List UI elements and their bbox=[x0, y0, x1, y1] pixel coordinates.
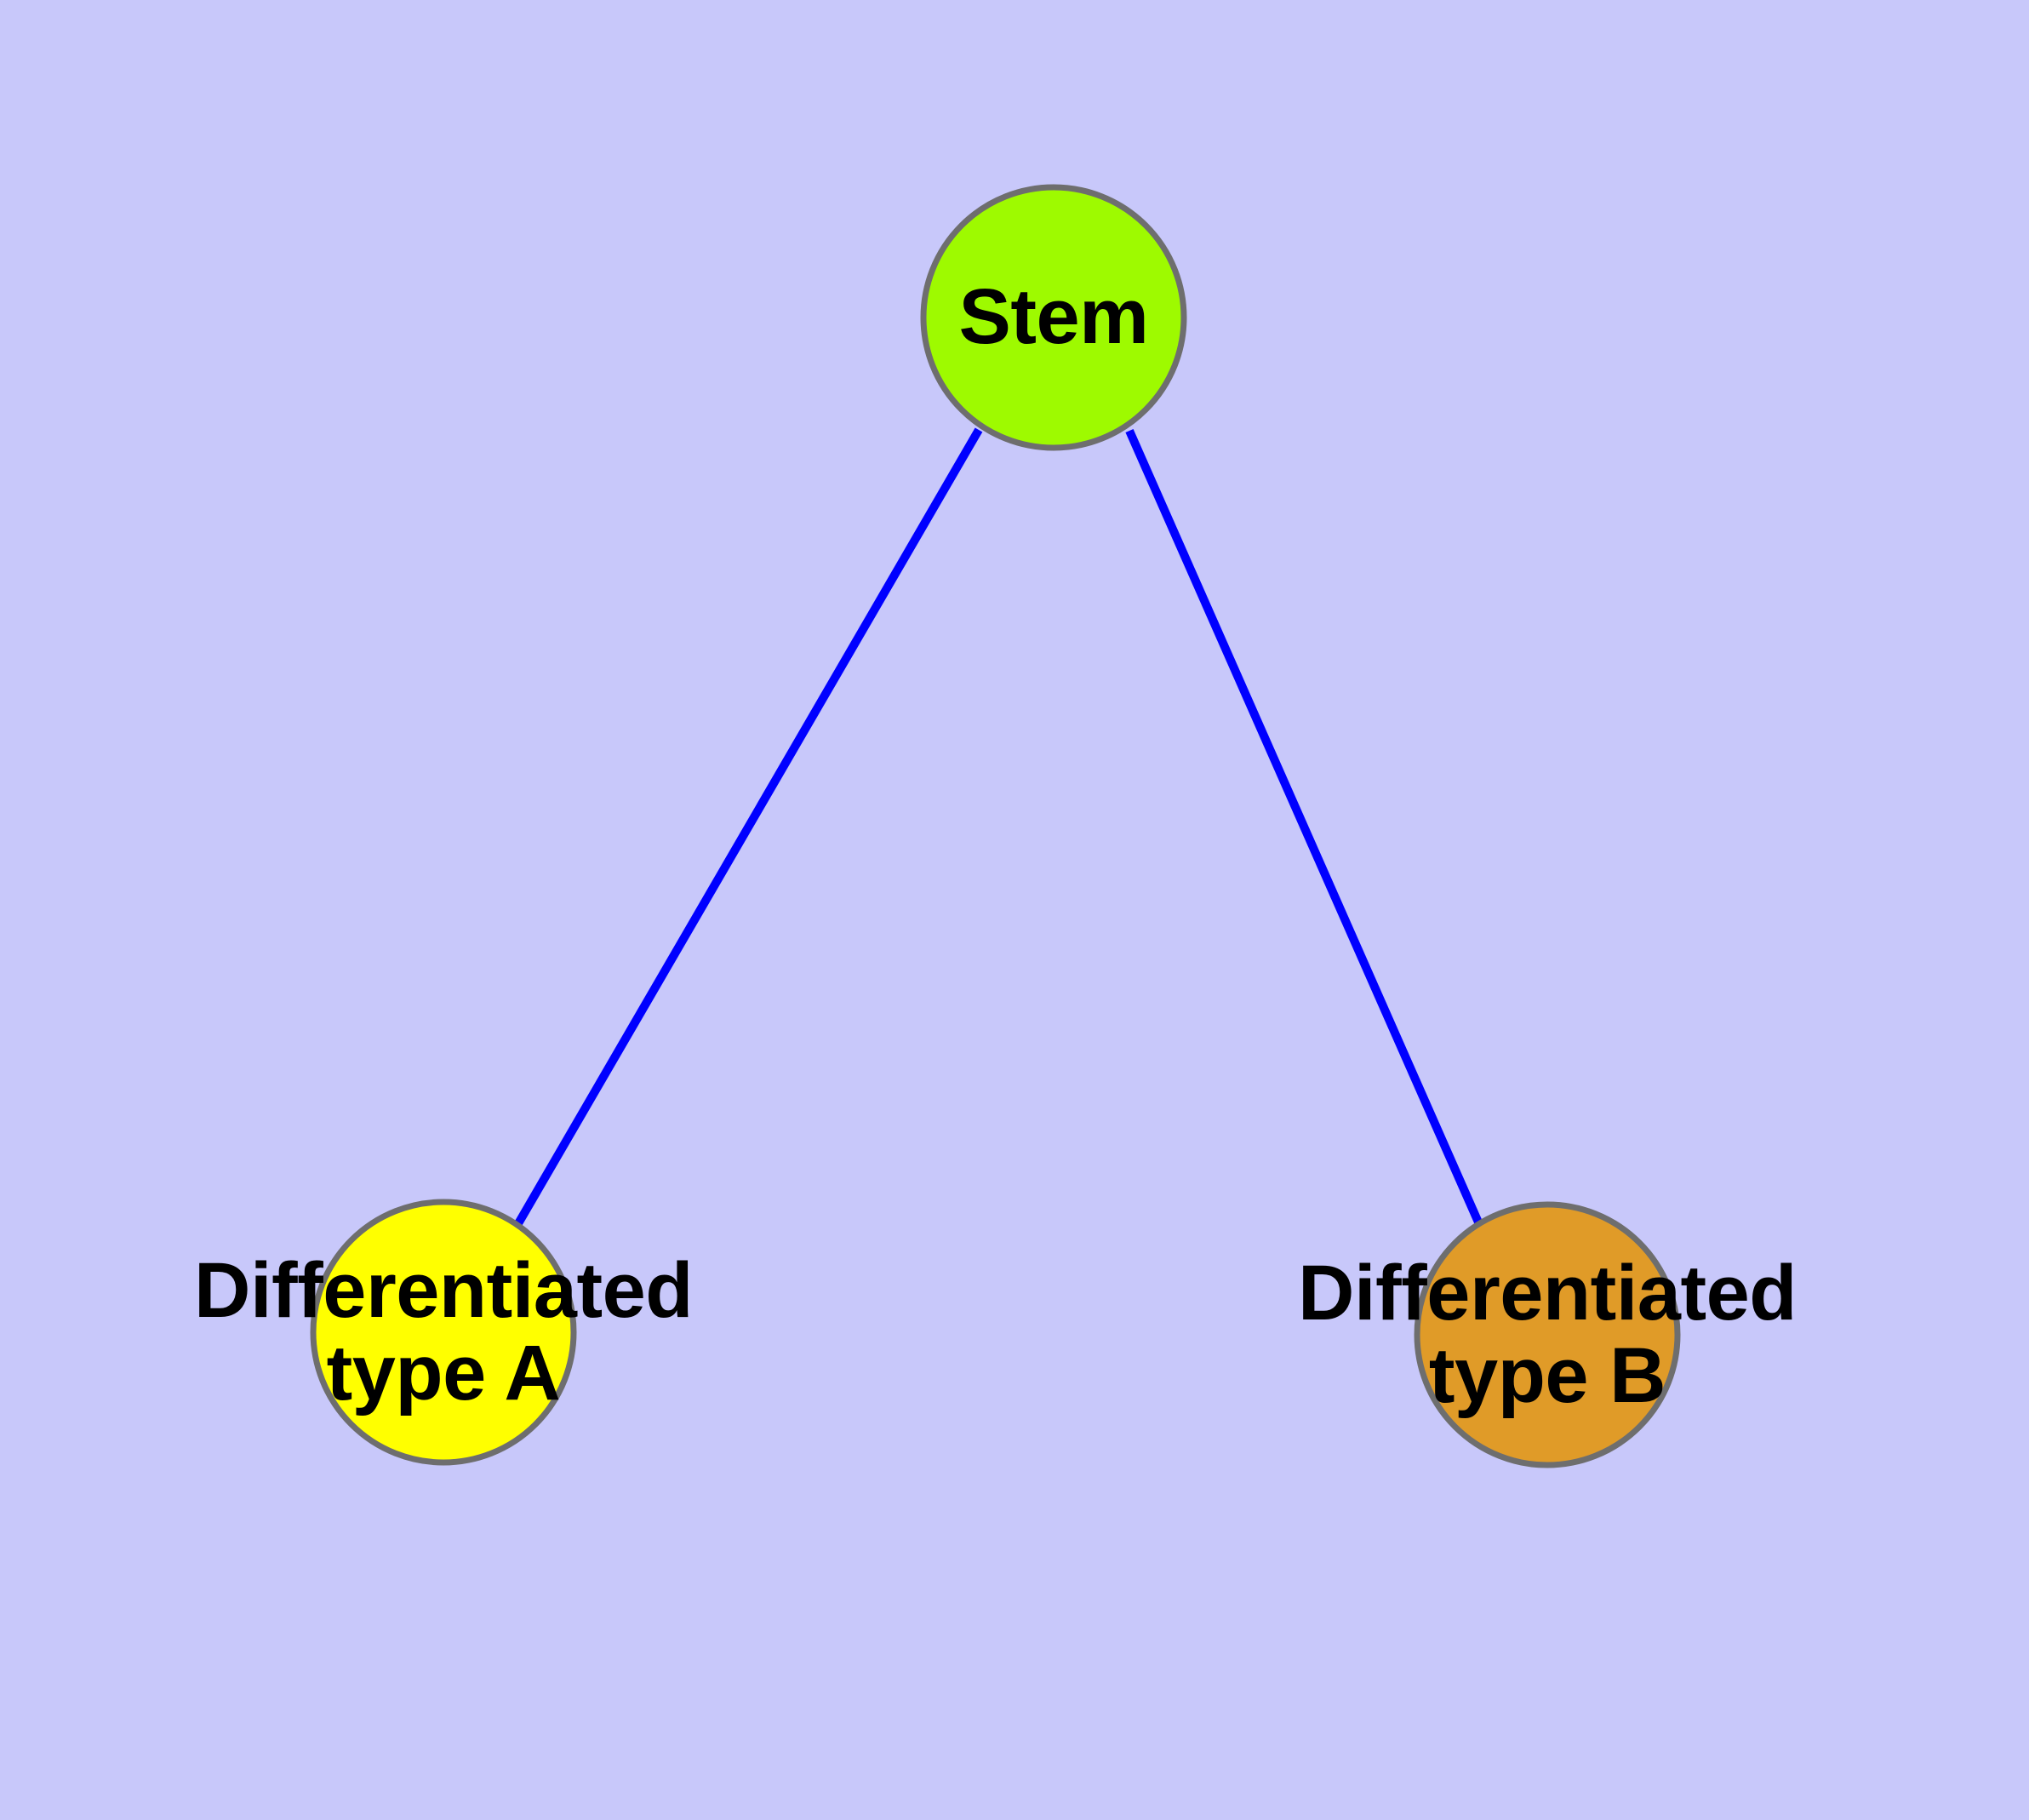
graph-edge bbox=[513, 427, 983, 1228]
graph-node-diff_a[interactable] bbox=[310, 1199, 577, 1466]
edge-layer bbox=[513, 427, 1483, 1228]
graph-node-stem[interactable] bbox=[920, 184, 1187, 451]
graph-node-diff_b[interactable] bbox=[1414, 1201, 1681, 1468]
graph-edge bbox=[1125, 428, 1483, 1227]
node-layer bbox=[310, 184, 1681, 1468]
